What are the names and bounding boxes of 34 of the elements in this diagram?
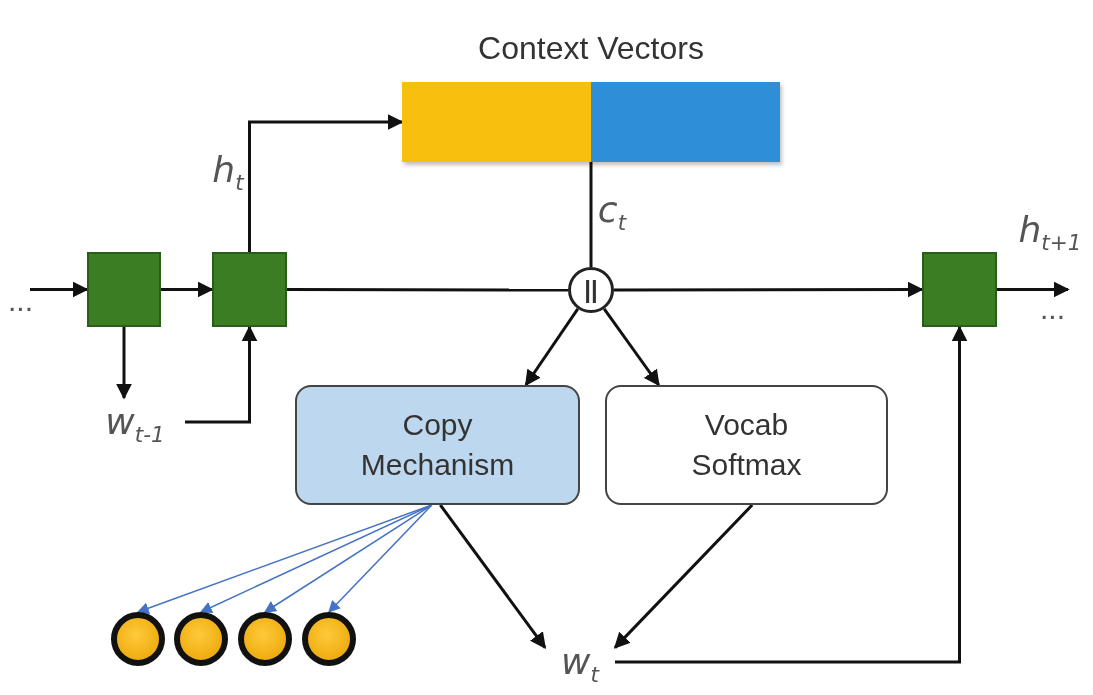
- arrow: [997, 281, 1070, 298]
- arrow: [328, 504, 433, 613]
- box-label: Copy Mechanism: [359, 406, 516, 483]
- token-circle: [238, 612, 292, 666]
- arrow: [30, 281, 89, 298]
- arrow: [613, 503, 754, 649]
- ellipsis-label: ...: [1040, 292, 1065, 326]
- arrow: [185, 325, 258, 424]
- arrow: [161, 281, 214, 298]
- connector-line: [287, 288, 568, 292]
- rnn-cell-box: [922, 252, 997, 327]
- process-box: [295, 385, 580, 505]
- token-circle: [302, 612, 356, 666]
- box-label: Vocab Softmax: [690, 406, 803, 483]
- arrow: [614, 281, 924, 298]
- process-box: [605, 385, 888, 505]
- token-circle: [111, 612, 165, 666]
- arrow: [602, 307, 660, 387]
- arrow: [439, 504, 547, 649]
- concat-circle: [568, 267, 614, 313]
- math-symbol: w$_{t}$: [545, 638, 615, 686]
- arrow: [615, 325, 968, 664]
- arrow: [248, 114, 404, 252]
- concat-symbol: ||: [584, 276, 598, 304]
- token-circle: [174, 612, 228, 666]
- ellipsis-label: ...: [8, 284, 33, 318]
- arrow: [199, 504, 433, 613]
- connector-line: [589, 162, 593, 267]
- rnn-cell-box: [87, 252, 161, 327]
- arrow: [524, 308, 580, 387]
- math-symbol: w$_{t-1}$: [85, 398, 185, 446]
- rnn-cell-box: [212, 252, 287, 327]
- arrow: [116, 327, 132, 400]
- diagram-heading: Context Vectors: [477, 29, 705, 68]
